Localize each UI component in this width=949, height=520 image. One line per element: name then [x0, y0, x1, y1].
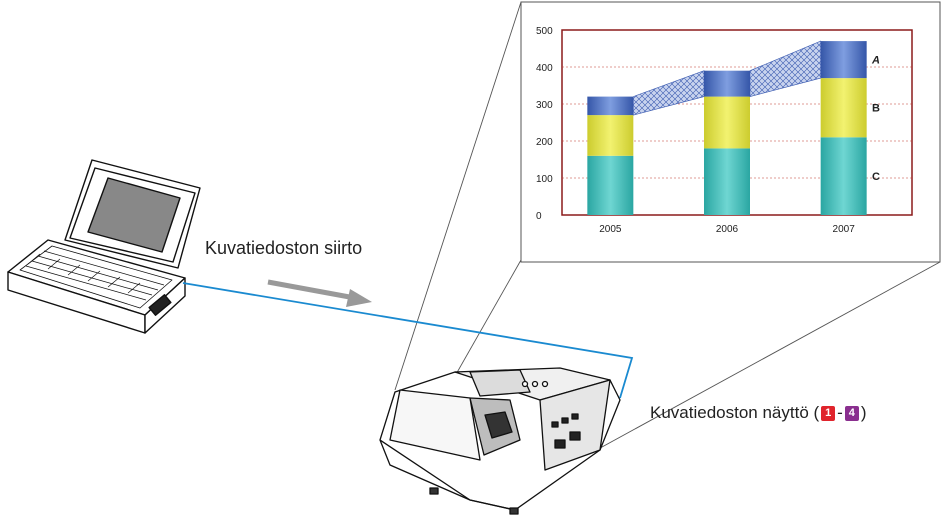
- transfer-label: Kuvatiedoston siirto: [205, 238, 363, 258]
- display-label-prefix: Kuvatiedoston näyttö (: [650, 403, 820, 422]
- series-connector: [749, 40, 821, 97]
- bar-segment-c: [704, 148, 750, 215]
- series-label-a: A: [871, 55, 880, 67]
- y-tick-label: 0: [536, 211, 542, 222]
- bar-segment-c: [820, 137, 867, 215]
- transfer-arrow: [267, 279, 372, 307]
- bar-segment-b: [820, 78, 867, 138]
- bar-segment-c: [587, 155, 634, 215]
- x-tick-label: 2006: [716, 224, 739, 235]
- step-4-badge: 4: [844, 405, 859, 421]
- x-tick-label: 2005: [599, 224, 622, 235]
- laptop-icon: [7, 159, 201, 334]
- series-label-b: B: [872, 103, 880, 115]
- bar-segment-b: [587, 115, 634, 156]
- y-tick-label: 300: [536, 100, 553, 111]
- display-label-sep: -: [837, 403, 843, 422]
- bar-segment-b: [704, 96, 750, 149]
- x-tick-label: 2007: [833, 224, 856, 235]
- display-label: Kuvatiedoston näyttö ( 1 - 4 ): [650, 403, 867, 423]
- bar-segment-a: [587, 96, 634, 116]
- y-tick-label: 200: [536, 137, 553, 148]
- y-tick-label: 400: [536, 63, 553, 74]
- projector-icon: [379, 367, 621, 515]
- series-label-c: C: [872, 171, 880, 183]
- y-tick-label: 500: [536, 26, 553, 37]
- y-tick-label: 100: [536, 174, 553, 185]
- bar-segment-a: [820, 41, 867, 79]
- series-connector: [633, 70, 705, 116]
- projected-chart: 0 100 200 300 400 500 2005 2006 2007 C B A: [536, 26, 913, 235]
- bar-segment-a: [704, 70, 750, 97]
- display-label-suffix: ): [860, 403, 867, 422]
- network-cable: [182, 282, 634, 399]
- step-1-badge: 1: [821, 405, 836, 421]
